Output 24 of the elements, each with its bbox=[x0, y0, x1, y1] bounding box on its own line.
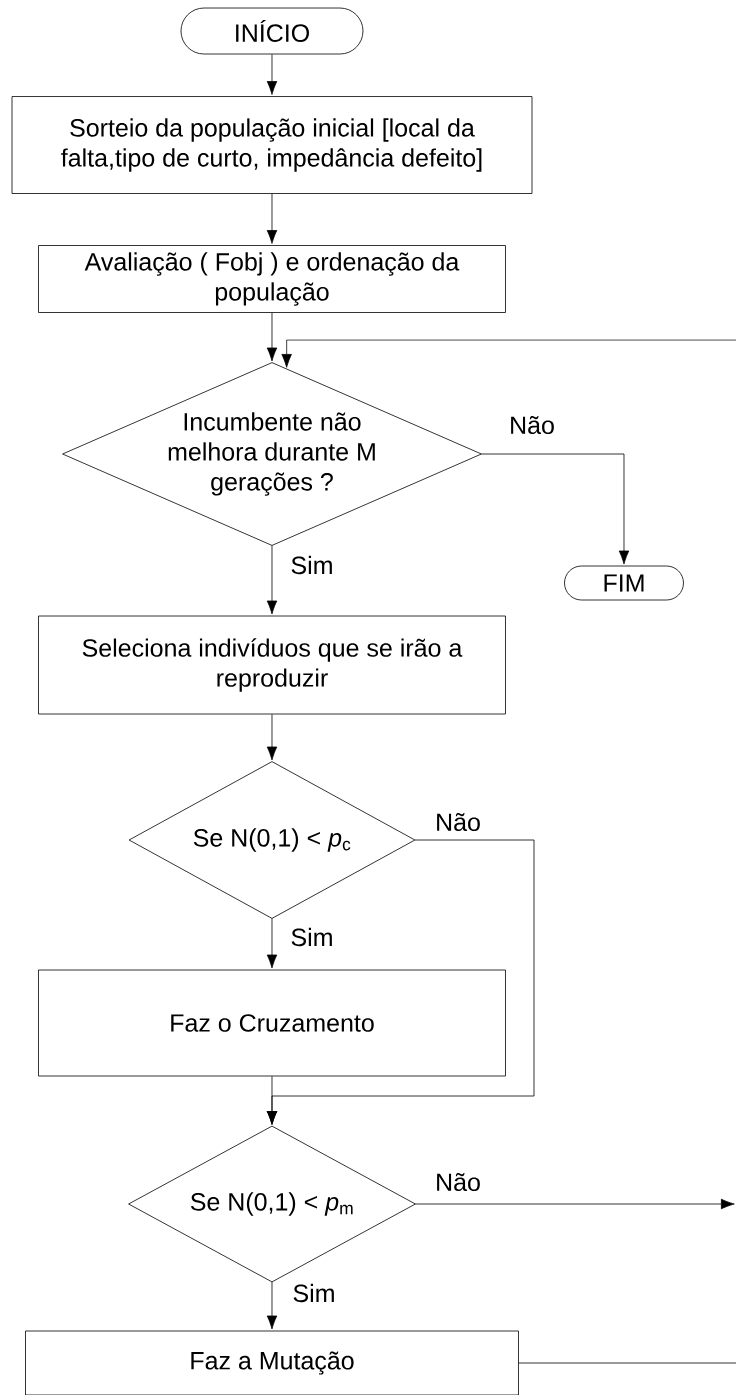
arrow bbox=[266, 312, 278, 362]
arrow bbox=[266, 918, 278, 969]
arrow bbox=[266, 1076, 278, 1125]
terminator: FIM bbox=[564, 565, 684, 601]
arrow bbox=[481, 453, 630, 565]
edge-label: Sim bbox=[289, 554, 335, 576]
process-box: Avaliação ( Fobj ) e ordenação da população bbox=[38, 245, 506, 313]
process-box: Seleciona indivíduos que se irão a reproduzir bbox=[38, 615, 506, 715]
arrow bbox=[415, 1198, 735, 1210]
arrow bbox=[266, 54, 278, 95]
edge-label: Sim bbox=[291, 1282, 337, 1304]
arrow bbox=[281, 339, 736, 368]
arrow bbox=[266, 545, 278, 615]
terminator: INÍCIO bbox=[180, 7, 364, 55]
edge-label: Não bbox=[508, 414, 556, 436]
edge-label: Não bbox=[434, 1171, 482, 1193]
process-box: Faz a Mutação bbox=[25, 1330, 519, 1395]
arrow bbox=[266, 193, 278, 244]
process-box: Sorteio da população inicial [local da falta,tipo de curto, impedância defeito] bbox=[11, 96, 533, 194]
edge-label: Sim bbox=[289, 926, 335, 948]
arrow bbox=[266, 1281, 278, 1330]
process-box: Faz o Cruzamento bbox=[38, 969, 506, 1077]
arrow bbox=[266, 714, 278, 761]
edge-label: Não bbox=[434, 811, 482, 833]
